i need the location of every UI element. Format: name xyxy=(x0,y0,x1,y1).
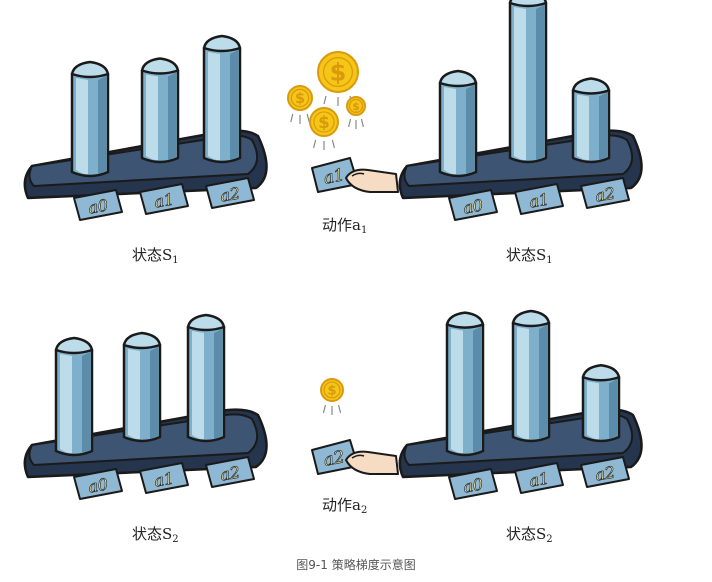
coin-icon: $ xyxy=(287,85,313,124)
finger-icon xyxy=(345,168,399,193)
action-card: a2 xyxy=(205,177,255,209)
action-card: a1 xyxy=(514,462,564,494)
action-a2-label: 动作a2 xyxy=(322,496,368,516)
bar xyxy=(122,331,162,443)
action-card-label: a2 xyxy=(594,462,617,484)
state-s1-right-label: 状态S1 xyxy=(506,246,553,266)
action-card: a1 xyxy=(514,183,564,215)
action-card: a2 xyxy=(580,177,630,209)
coin-icon: $ xyxy=(346,96,366,129)
bar xyxy=(186,313,226,443)
bar-group-state-s2-before: a0 a1 a2 xyxy=(23,313,268,500)
action-card: a2 xyxy=(205,456,255,488)
action-card-label: a1 xyxy=(153,468,176,490)
action-a1-illustration: $ $ $ $ a1 xyxy=(287,51,399,193)
action-card-label: a1 xyxy=(322,165,347,189)
finger-icon xyxy=(345,450,399,475)
coin-icon: $ xyxy=(317,51,359,106)
action-card-label: a0 xyxy=(87,474,110,496)
action-card-label: a1 xyxy=(528,468,551,490)
svg-text:$: $ xyxy=(318,112,330,132)
svg-text:$: $ xyxy=(330,58,347,86)
svg-text:$: $ xyxy=(295,91,305,107)
bar xyxy=(511,309,551,443)
bar-group-state-s1-after: a0 a1 a2 xyxy=(398,0,643,221)
state-s2-right-label: 状态S2 xyxy=(506,525,553,545)
action-card-label: a2 xyxy=(219,462,242,484)
bar xyxy=(140,57,180,164)
bar xyxy=(438,69,478,178)
action-card-label: a2 xyxy=(219,183,242,205)
action-card: a2 xyxy=(580,456,630,488)
bar xyxy=(571,77,611,164)
bar xyxy=(202,34,242,164)
state-s1-left-label: 状态S1 xyxy=(132,246,179,266)
bar-group-state-s1-before: a0 a1 a2 xyxy=(23,34,268,221)
action-card: a1 xyxy=(139,183,189,215)
bar-group-state-s2-after: a0 a1 a2 xyxy=(398,309,643,500)
action-card: a1 xyxy=(139,462,189,494)
state-s2-left-label: 状态S2 xyxy=(132,525,179,545)
bar xyxy=(70,60,110,178)
action-card: a0 xyxy=(448,189,498,221)
bar xyxy=(508,0,548,164)
action-card: a0 xyxy=(448,468,498,500)
svg-text:$: $ xyxy=(327,384,336,399)
action-card-label: a0 xyxy=(462,474,485,496)
action-card-label: a2 xyxy=(322,447,347,471)
fingernail xyxy=(351,454,365,459)
action-a1-label: 动作a1 xyxy=(322,216,368,236)
action-card-label: a2 xyxy=(594,183,617,205)
action-a2-illustration: $ a2 xyxy=(311,378,399,475)
coin-icon: $ xyxy=(320,378,344,415)
action-card-label: a1 xyxy=(528,189,551,211)
bar xyxy=(445,311,485,457)
action-card: a0 xyxy=(73,468,123,500)
fingernail xyxy=(351,172,365,177)
bar xyxy=(581,364,621,443)
action-card-label: a0 xyxy=(87,195,110,217)
action-card-label: a0 xyxy=(462,195,485,217)
figure-caption: 图9-1 策略梯度示意图 xyxy=(296,558,416,572)
svg-text:$: $ xyxy=(352,100,360,113)
coin-icon: $ xyxy=(309,107,339,150)
action-card: a0 xyxy=(73,189,123,221)
action-card-label: a1 xyxy=(153,189,176,211)
bar xyxy=(54,336,94,457)
